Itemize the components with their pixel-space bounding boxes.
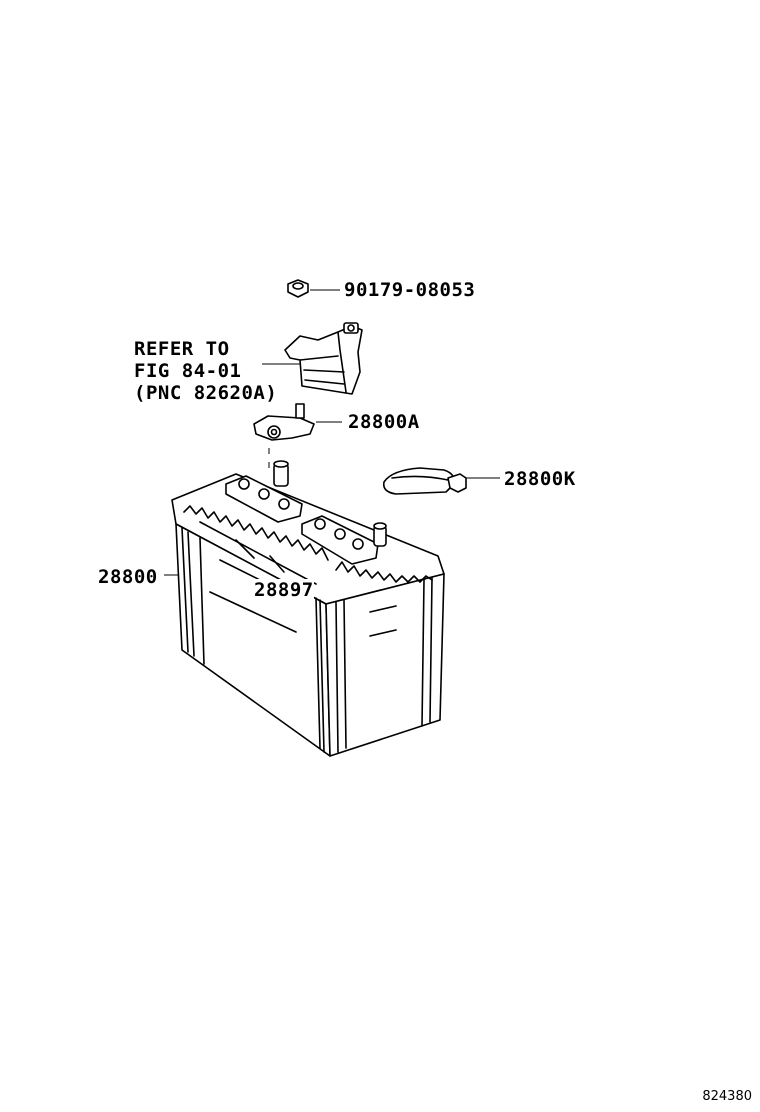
refer-note-line3: (PNC 82620A) xyxy=(134,382,278,404)
bracket-part-drawing xyxy=(262,322,363,395)
nut-part-drawing xyxy=(287,279,340,298)
terminal-cover-part-drawing xyxy=(382,467,500,495)
clamp-part-drawing xyxy=(253,403,342,468)
clamp-part-number: 28800A xyxy=(348,411,420,433)
cover-part-number: 28800K xyxy=(504,468,576,490)
battery-part-drawing xyxy=(164,460,445,757)
battery-part-number: 28800 xyxy=(98,566,158,588)
refer-note-line1: REFER TO xyxy=(134,338,230,360)
plug-part-number: 28897 xyxy=(254,579,314,601)
figure-number: 824380 xyxy=(702,1089,752,1104)
nut-part-number: 90179-08053 xyxy=(344,279,476,301)
refer-note-line2: FIG 84-01 xyxy=(134,360,242,382)
